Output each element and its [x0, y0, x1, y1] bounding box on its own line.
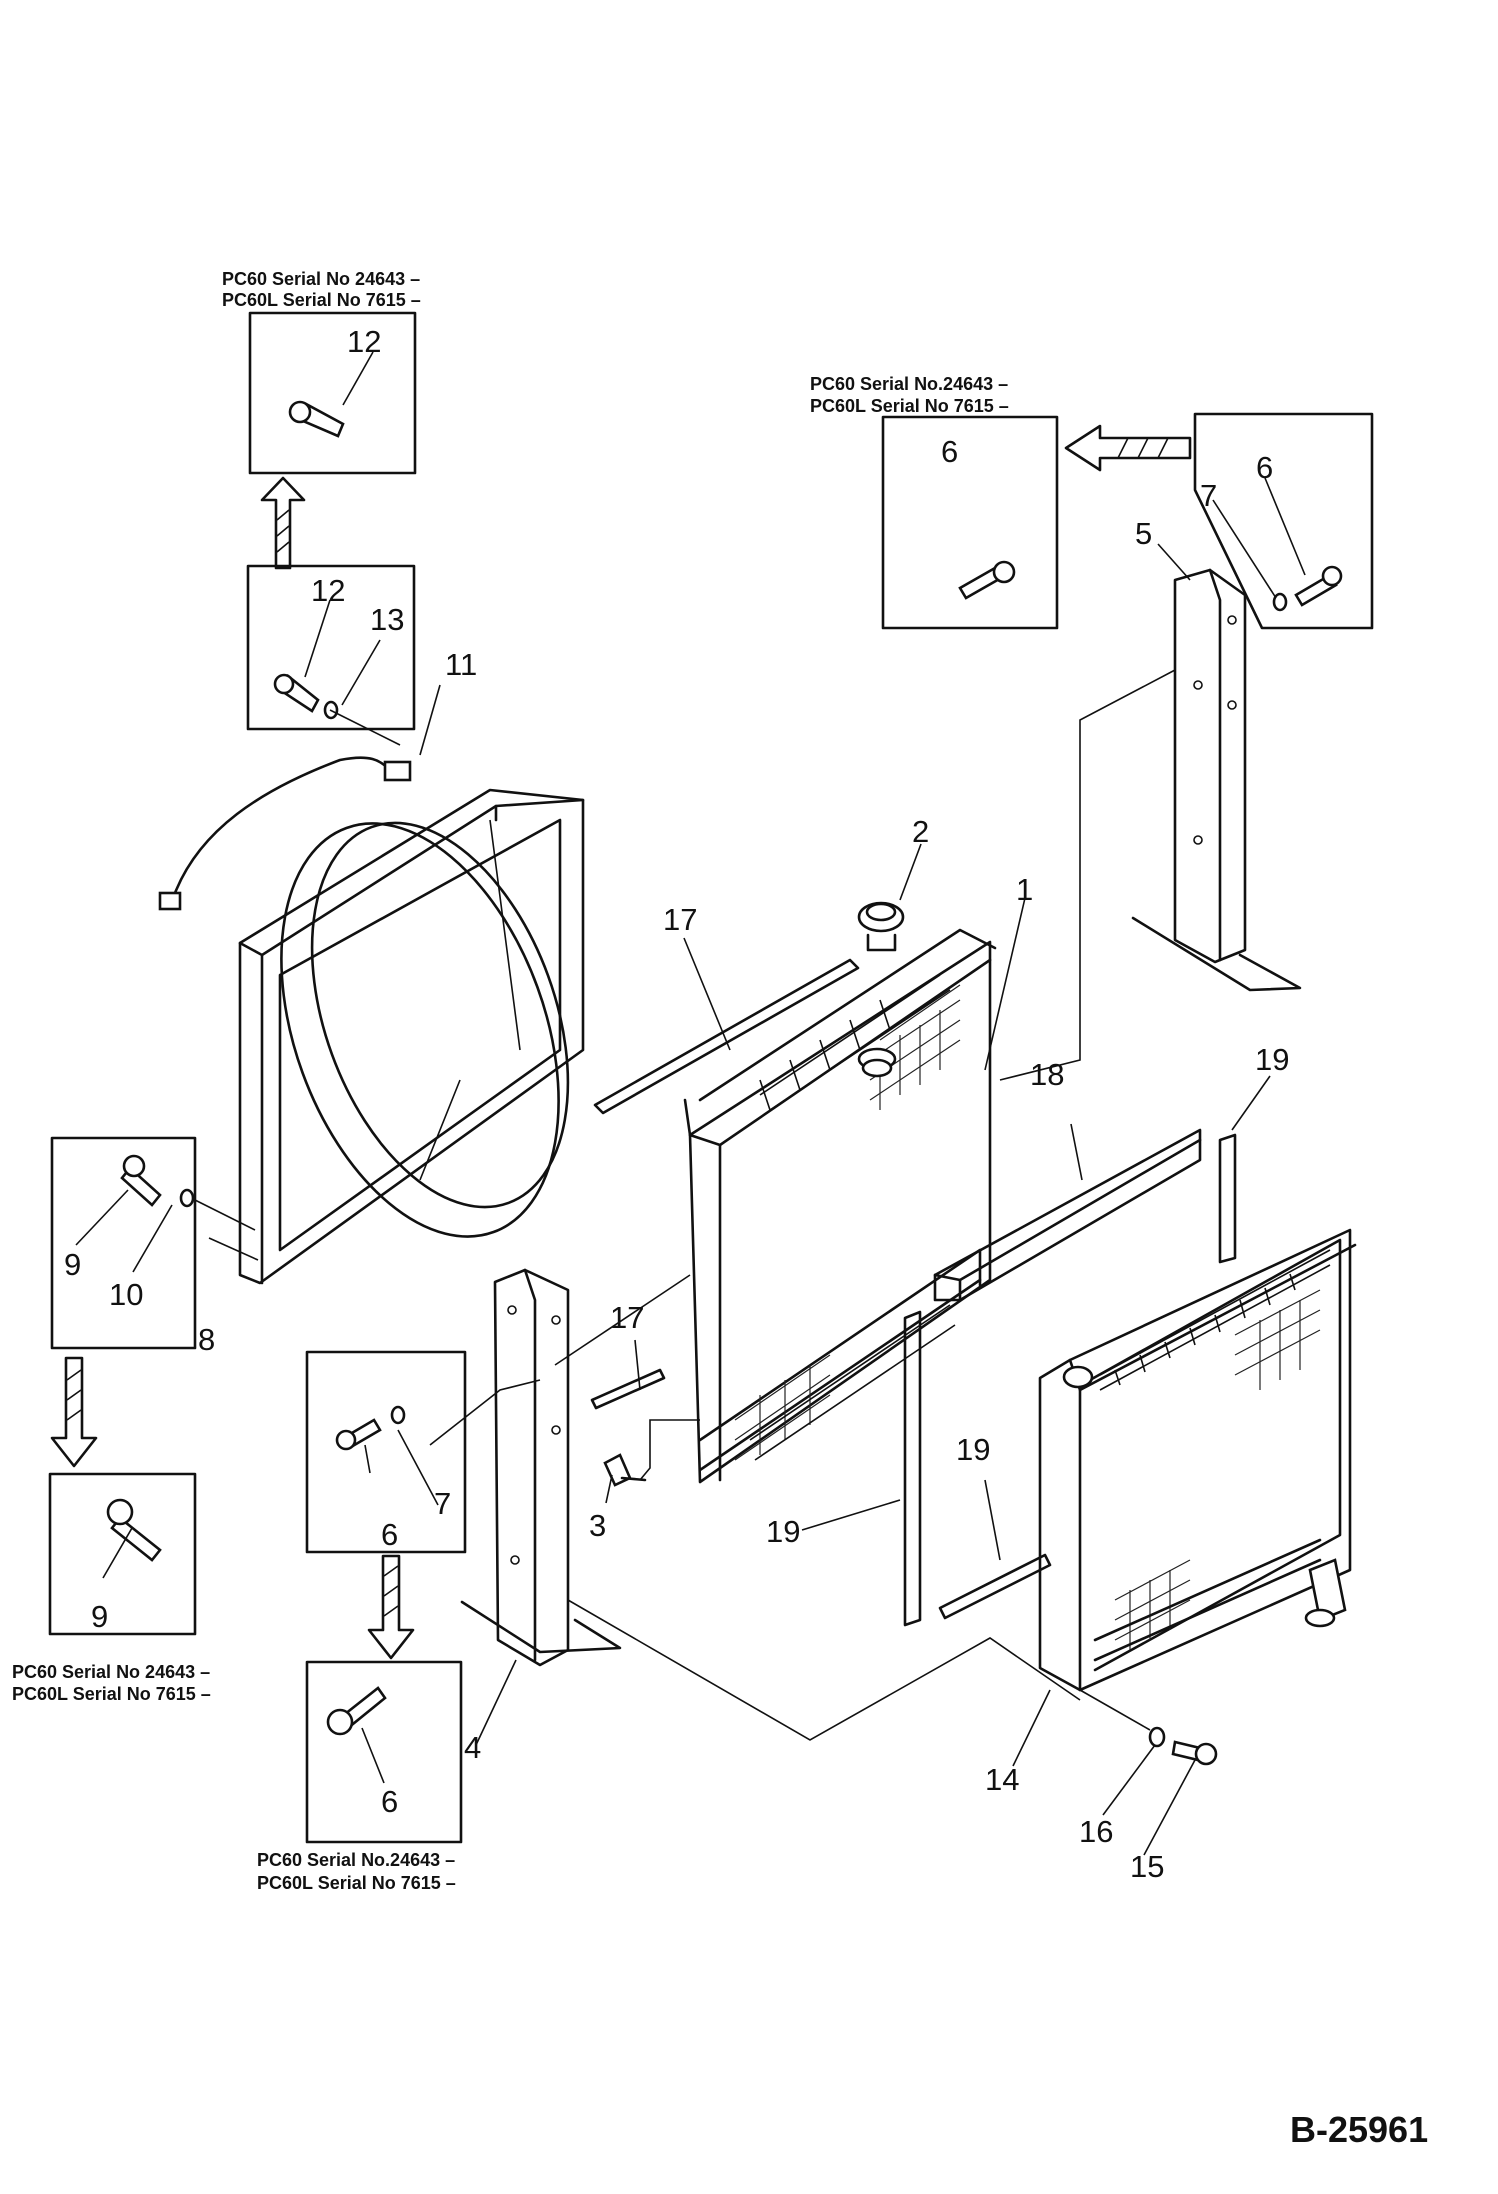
label-part-18: 18 — [1030, 1057, 1064, 1092]
leader-lines — [75, 351, 1306, 1856]
label-part-7-box: 7 — [434, 1486, 451, 1521]
arrow-down-icon-left — [50, 1356, 98, 1468]
label-part-7-right: 7 — [1200, 478, 1217, 513]
serial-notes: PC60 Serial No 24643 – PC60L Serial No 7… — [12, 269, 1009, 1893]
fan-shroud — [238, 788, 585, 1285]
note-left-pc60l: PC60L Serial No 7615 – — [12, 1684, 211, 1704]
note-top-left-pc60l: PC60L Serial No 7615 – — [222, 290, 421, 310]
label-part-2: 2 — [912, 814, 929, 849]
note-top-left-pc60: PC60 Serial No 24643 – — [222, 269, 420, 289]
label-part-1: 1 — [1016, 872, 1033, 907]
detail-box-bolt-6-washer-7-bottom — [305, 1350, 467, 1554]
label-part-19-right: 19 — [1255, 1042, 1289, 1077]
arrow-down-icon-bottom — [367, 1554, 415, 1660]
label-part-6-box: 6 — [381, 1517, 398, 1552]
label-part-13: 13 — [370, 602, 404, 637]
seal-17-lower — [590, 1368, 666, 1410]
label-part-3: 3 — [589, 1508, 606, 1543]
connector-lines — [194, 669, 1176, 1741]
note-top-right-pc60: PC60 Serial No.24643 – — [810, 374, 1008, 394]
arrow-up-icon — [260, 476, 306, 570]
detail-box-bolt-9 — [48, 1472, 197, 1636]
label-part-5: 5 — [1135, 516, 1152, 551]
wire-harness — [158, 756, 412, 911]
aftercooler-core — [1038, 1228, 1357, 1692]
label-part-6-top: 6 — [941, 434, 958, 469]
label-part-6-bottom: 6 — [381, 1784, 398, 1819]
label-part-9-bottom: 9 — [91, 1599, 108, 1634]
label-part-19-left: 19 — [766, 1514, 800, 1549]
note-left-pc60: PC60 Serial No 24643 – — [12, 1662, 210, 1682]
label-part-14: 14 — [985, 1762, 1019, 1797]
washer-16 — [1148, 1726, 1166, 1748]
seal-17-upper — [593, 958, 860, 1115]
detail-box-bolt-6-bottom — [305, 1660, 463, 1844]
detail-box-bolt-6-top — [881, 415, 1059, 630]
detail-box-bolt-12-top — [248, 311, 417, 475]
label-part-8: 8 — [198, 1322, 215, 1357]
detail-box-bolt-12-washer-13 — [246, 564, 416, 731]
label-part-6-right: 6 — [1256, 450, 1273, 485]
radiator-core — [683, 928, 997, 1484]
drawing-code: B-25961 — [1290, 2109, 1428, 2150]
label-part-11: 11 — [445, 647, 477, 682]
seal-18 — [933, 1128, 1202, 1302]
bolt-15 — [1171, 1740, 1218, 1766]
seal-19-set — [903, 1133, 1237, 1627]
detail-box-bolt-9-washer-10 — [50, 1136, 197, 1350]
note-top-right-pc60l: PC60L Serial No 7615 – — [810, 396, 1009, 416]
label-part-4: 4 — [464, 1730, 481, 1765]
part-number-labels: 1 2 3 4 5 6 6 6 6 7 7 8 9 9 10 11 12 12 … — [64, 324, 1289, 1884]
label-part-12-top: 12 — [347, 324, 381, 359]
label-part-15: 15 — [1130, 1849, 1164, 1884]
stay-left — [460, 1268, 622, 1667]
label-part-9-box: 9 — [64, 1247, 81, 1282]
radiator-cap — [857, 901, 905, 1078]
label-part-17-lower: 17 — [610, 1300, 644, 1335]
note-bottom-pc60l: PC60L Serial No 7615 – — [257, 1873, 456, 1893]
label-part-16: 16 — [1079, 1814, 1113, 1849]
arrow-left-icon — [1064, 424, 1192, 472]
detail-box-bolt-6-washer-7-right — [1193, 412, 1374, 630]
label-part-19-center: 19 — [956, 1432, 990, 1467]
label-part-12-box: 12 — [311, 573, 345, 608]
label-part-10: 10 — [109, 1277, 143, 1312]
stay-right — [1131, 568, 1302, 992]
note-bottom-pc60: PC60 Serial No.24643 – — [257, 1850, 455, 1870]
label-part-17-upper: 17 — [663, 902, 697, 937]
